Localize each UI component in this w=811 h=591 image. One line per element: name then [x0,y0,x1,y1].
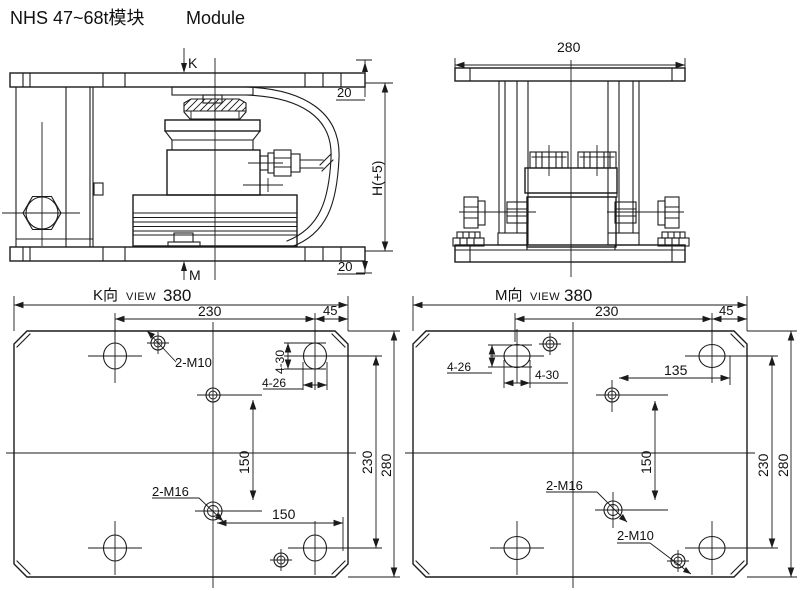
m-135-text: 135 [664,362,688,378]
dim-top-gap: 20 [337,85,351,100]
m-view-label: M向 [495,287,523,304]
k-slot-height: 4-30 [273,350,287,374]
k-corner-slots [88,329,356,575]
m-center-hole [596,380,668,412]
k-center-hole [197,387,262,403]
load-rocker [171,86,254,120]
front-dimensions: 20 20 H(+5) [336,59,393,275]
m-m10-hole-bottom: 2-M10 [617,528,692,575]
k-m10-hole-top: 2-M10 [146,330,212,370]
section-label-k: K [188,55,198,71]
section-arrow-k: K [181,48,198,73]
m-m16-label: 2-M16 [546,478,583,493]
k-right-dims: 230 280 [329,330,400,578]
m-slot-width: 4-30 [535,368,559,382]
m-v150-text: 150 [638,450,654,474]
m-slot-dims: 4-26 4-30 [447,344,568,388]
k-right-280: 280 [378,453,394,477]
m-dim-380: 380 [564,286,592,305]
m-m10-hole-top [539,333,561,355]
hex-bolt [2,122,80,246]
cell-block [524,145,618,248]
k-view-label: K向 [93,287,118,304]
dim-module-height: H(+5) [369,161,385,196]
section-label-m: M [189,267,201,283]
k-dim-h150: 150 [216,506,344,551]
k-slot-width: 4-26 [262,376,286,390]
m-right-dims: 230 280 [727,330,797,578]
section-arrow-m: M [181,261,201,283]
drawing-title-cn: NHS 47~68t模块 [10,8,145,28]
laminated-base [132,194,298,248]
m-dim-45: 45 [719,303,733,318]
m-slot-height: 4-26 [447,360,471,374]
m-right-230: 230 [755,453,771,477]
k-right-230: 230 [359,450,375,474]
front-view: K M 20 20 H(+5) [2,48,393,283]
k-slot-dims: 4-30 4-26 [262,342,328,390]
side-view: 280 [452,39,690,277]
m-plan-view: M向 VIEW 380 230 45 [405,286,797,588]
m-corner-slots [490,329,745,575]
k-view-word: VIEW [126,291,156,303]
m-view-header: M向 VIEW 380 [412,286,748,331]
m-top-dims: 230 45 [514,303,748,342]
m-m16-hole: 2-M16 [546,478,668,528]
side-bolt-left [459,196,536,229]
k-m10-hole-bottom [270,549,292,571]
dim-top-width: 280 [557,39,581,55]
m-dim-v150: 150 [638,400,659,501]
m-view-word: VIEW [530,291,560,303]
k-dim-380: 380 [163,286,191,305]
cable-loop [245,86,340,248]
k-m10-label: 2-M10 [175,355,212,370]
k-m16-label: 2-M16 [152,484,189,499]
k-dim-230: 230 [198,303,222,319]
k-top-dims: 230 45 [114,303,349,342]
dim-bottom-gap: 20 [338,259,352,274]
k-view-header: K向 VIEW 380 [13,286,349,331]
drawing-title-en: Module [186,8,245,28]
m-m10-label: 2-M10 [617,528,654,543]
k-dim-v150: 150 [236,399,257,501]
load-cell [164,119,334,196]
k-plan-view: K向 VIEW 380 230 45 [6,286,400,588]
k-h150-text: 150 [272,506,296,522]
k-m16-hole: 2-M16 [152,484,262,522]
foot-bolt-right [657,231,690,247]
m-right-280: 280 [775,453,791,477]
foot-bolt-left [452,231,485,247]
m-dim-135: 135 [618,356,731,385]
k-v150-text: 150 [236,450,252,474]
k-dim-45: 45 [323,303,337,318]
m-dim-230: 230 [595,303,619,319]
side-bolt-right [607,196,684,229]
side-dim-280: 280 [454,39,686,71]
cable-connector [259,149,334,177]
